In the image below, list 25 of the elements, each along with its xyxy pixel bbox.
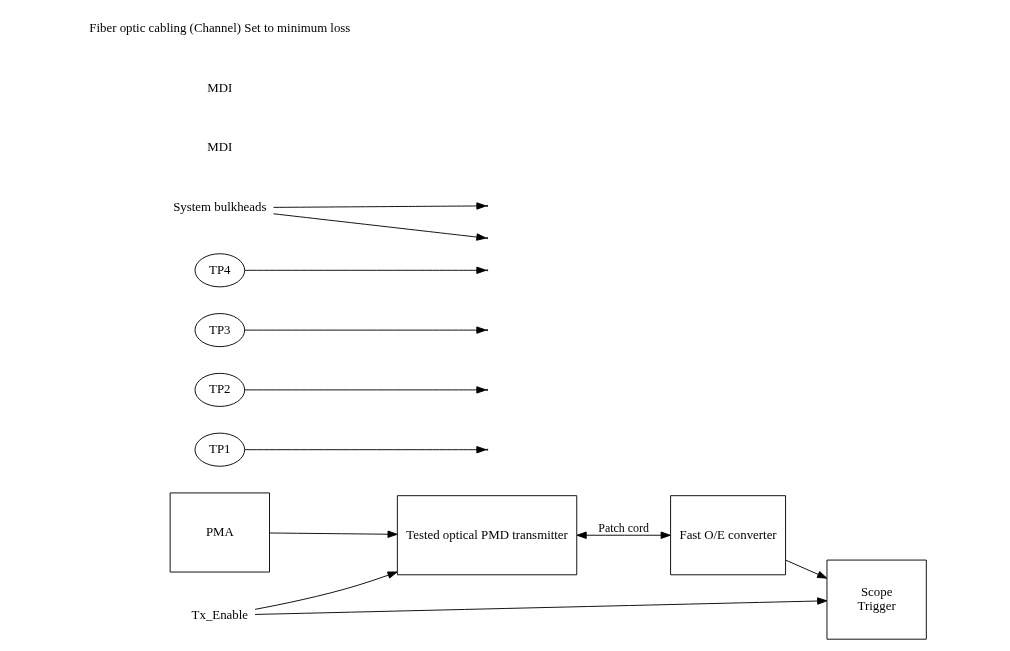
node-box: Fast O/E converter: [670, 495, 787, 576]
arrow: [254, 571, 398, 610]
arrow: [576, 531, 671, 539]
node-box: Scope Trigger: [826, 559, 927, 640]
label: MDI: [207, 80, 233, 95]
arrow: [273, 202, 487, 210]
node-ellipse: TP4: [194, 253, 246, 288]
label: Fiber optic cabling (Channel) Set to minimum loss: [89, 20, 351, 35]
arrow: [244, 266, 487, 274]
node-ellipse: TP2: [194, 372, 246, 407]
node-text: System bulkheads: [173, 200, 267, 215]
arrow: [785, 559, 828, 579]
node-text: Tx_Enable: [191, 607, 249, 622]
arrow: [244, 446, 487, 454]
arrow: [273, 213, 487, 241]
arrow: [269, 530, 398, 538]
arrow: [244, 386, 487, 394]
arrow: [254, 597, 828, 615]
label: MDI: [207, 140, 233, 155]
node-box: PMA: [169, 492, 270, 573]
node-ellipse: TP1: [194, 432, 246, 467]
edge-label: Patch cord: [598, 520, 650, 535]
arrow: [244, 326, 487, 334]
node-box: Tested optical PMD transmitter: [396, 495, 578, 576]
node-ellipse: TP3: [194, 313, 246, 348]
